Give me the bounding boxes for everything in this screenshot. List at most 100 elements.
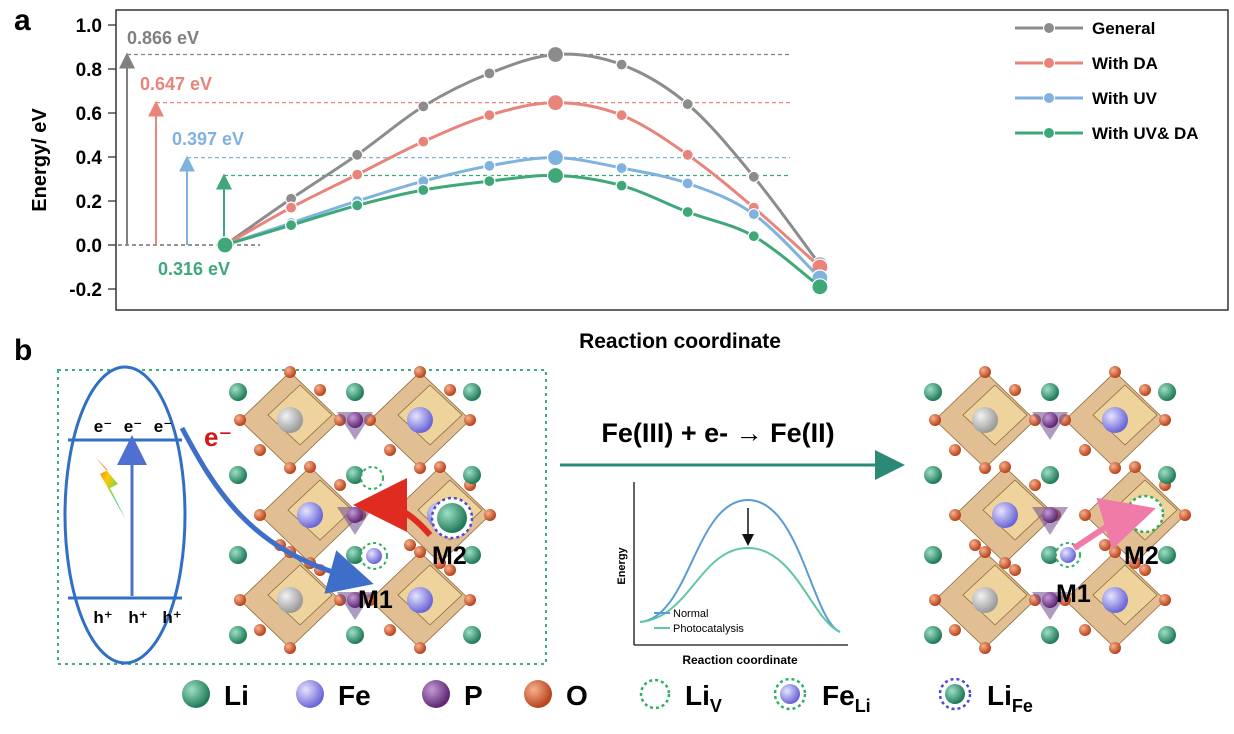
legend-marker (1043, 92, 1055, 104)
li-atom (229, 626, 247, 644)
o-atom (1139, 384, 1151, 396)
o-atom (314, 384, 326, 396)
o-atom (284, 366, 296, 378)
electron-label-3: e⁻ (154, 417, 172, 436)
li-atom (346, 383, 364, 401)
series-point (747, 170, 760, 183)
series-point (483, 175, 496, 188)
center-atom (992, 502, 1018, 528)
o-atom (1079, 509, 1091, 521)
o-atom (254, 444, 266, 456)
series-point (417, 135, 430, 148)
o-atom (969, 539, 981, 551)
li-vacancy (360, 466, 384, 490)
o-atom (304, 461, 316, 473)
series-point (546, 94, 565, 112)
legend-p-swatch (422, 680, 450, 708)
li-atom (1158, 626, 1176, 644)
site-m2-left: M2 (432, 542, 467, 570)
o-atom (1009, 564, 1021, 576)
o-atom (1159, 594, 1171, 606)
o-atom (979, 366, 991, 378)
m2-migration-arrow (353, 478, 433, 537)
hole-label-1: h⁺ (93, 608, 112, 627)
li-atom (1158, 546, 1176, 564)
panel-a-label: a (14, 4, 31, 37)
o-atom (979, 546, 991, 558)
series-point (615, 109, 628, 122)
li-atom (924, 466, 942, 484)
site-m2-right: M2 (1124, 542, 1159, 570)
o-atom (949, 509, 961, 521)
legend-marker (1043, 22, 1055, 34)
series-point (351, 199, 364, 212)
legend-o-text: O (566, 680, 588, 711)
barrier-arrows (119, 52, 232, 245)
site-m1-right: M1 (1056, 580, 1091, 608)
series-point (351, 168, 364, 181)
series-point (747, 230, 760, 243)
m1-migration-arrow (1072, 497, 1156, 551)
o-atom (1079, 444, 1091, 456)
electron-label-2: e⁻ (124, 417, 142, 436)
o-atom (999, 557, 1011, 569)
legend-li-vacancy-swatch (639, 678, 671, 710)
legend-li-vacancy-text: LiV (685, 680, 722, 716)
legend-li-text: Li (224, 680, 249, 711)
y-axis-label: Energy/ eV (29, 108, 51, 212)
p-atom (1042, 592, 1058, 608)
o-atom (1159, 414, 1171, 426)
band-diagram: e⁻ e⁻ e⁻ h⁺ h⁺ h⁺ (63, 365, 187, 665)
atom-legend: Li Fe P O LiV FeLi LiFe (182, 677, 1033, 716)
electron-transfer-arrow (179, 426, 374, 594)
barrier-label: 0.316 eV (158, 259, 230, 279)
legend-fe-swatch (296, 680, 324, 708)
y-tick-label: 0.4 (76, 148, 103, 169)
site-m1-left: M1 (358, 586, 393, 614)
series-line (224, 101, 821, 269)
series-point (483, 109, 496, 122)
series-point (483, 67, 496, 80)
series-point (615, 161, 628, 175)
barrier-labels: 0.866 eV0.647 eV0.397 eV0.316 eV (127, 28, 244, 279)
fe-li-atom-right (1060, 547, 1076, 563)
panel-b-label: b (14, 334, 32, 367)
o-atom (1029, 479, 1041, 491)
legend-o-swatch (524, 680, 552, 708)
o-atom (414, 366, 426, 378)
series-point (546, 149, 565, 167)
center-atom (972, 587, 998, 613)
center-atom (297, 502, 323, 528)
center-atom (277, 407, 303, 433)
o-atom (1009, 384, 1021, 396)
legend-label: With DA (1092, 54, 1158, 73)
inset-legend-normal: Normal (673, 608, 708, 620)
legend-p-text: P (464, 680, 483, 711)
fe-li-atom (366, 548, 382, 564)
li-atom (229, 546, 247, 564)
y-tick-label: 0.6 (76, 104, 102, 125)
p-atom (347, 507, 363, 523)
series-line (224, 52, 822, 266)
legend-marker (1043, 127, 1055, 139)
legend-fe-li-text: FeLi (822, 680, 871, 716)
p-atom (347, 592, 363, 608)
series-lines (216, 45, 829, 296)
li-atom (463, 546, 481, 564)
o-atom (464, 594, 476, 606)
o-atom (254, 509, 266, 521)
o-atom (1129, 461, 1141, 473)
o-atom (444, 564, 456, 576)
light-bolt-icon (96, 458, 126, 520)
series-point (681, 205, 694, 219)
hole-label-2: h⁺ (128, 608, 147, 627)
legend-fe-li-swatch (780, 684, 800, 704)
o-atom (384, 624, 396, 636)
legend-label: With UV (1092, 89, 1158, 108)
o-atom (254, 624, 266, 636)
series-point (546, 166, 565, 185)
li-atom (924, 626, 942, 644)
series-point (615, 179, 628, 192)
reaction-equation: Fe(III) + e- → Fe(II) (601, 418, 834, 448)
